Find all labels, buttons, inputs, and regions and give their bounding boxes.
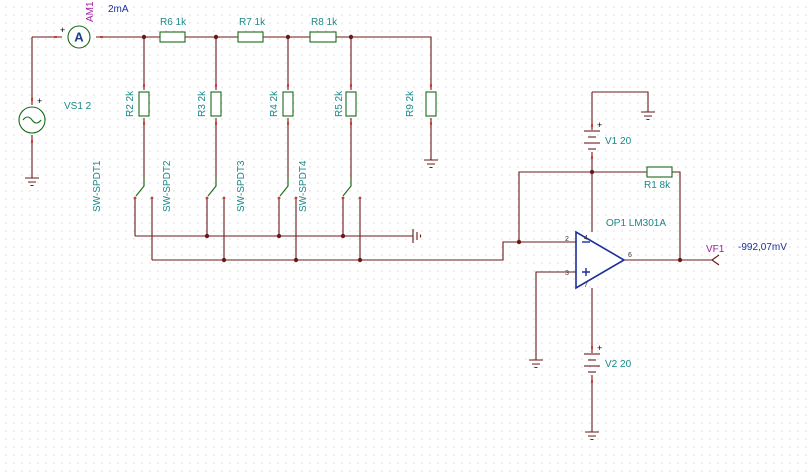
wires [31, 36, 712, 432]
ground-icon [641, 111, 655, 121]
resistor-r6[interactable]: R6 1k [159, 17, 187, 43]
switch-sw-spdt4[interactable]: SW-SPDT4 [298, 160, 362, 212]
sw2-label: SW-SPDT2 [162, 160, 173, 212]
v1-plus-sign: + [597, 120, 602, 130]
battery-v1[interactable]: + V1 20 [584, 120, 632, 150]
v1-label: V1 20 [605, 136, 632, 147]
ground-icon [529, 359, 543, 369]
opamp-pin-vplus: 4 [584, 235, 588, 242]
pin-ticks [31, 36, 593, 383]
r7-label: R7 1k [239, 17, 266, 28]
ground-icon [412, 229, 422, 243]
r8-label: R8 1k [311, 17, 338, 28]
resistor-r1[interactable]: R1 8k [644, 166, 673, 191]
opamp-pin-inverting: 2 [565, 236, 569, 243]
opamp-pin-noninverting: 3 [565, 270, 569, 277]
ammeter-am1[interactable]: A + AM1 2mA [60, 1, 129, 49]
opamp-label: OP1 LM301A [606, 218, 666, 229]
resistor-r4[interactable]: R4 2k [269, 90, 294, 117]
junction-dots [141, 34, 683, 263]
r1-label: R1 8k [644, 180, 671, 191]
v2-plus-sign: + [597, 343, 602, 353]
vs1-label: VS1 2 [64, 101, 92, 112]
sw1-label: SW-SPDT1 [92, 160, 103, 212]
resistor-r5[interactable]: R5 2k [334, 90, 357, 117]
resistor-r7[interactable]: R7 1k [237, 17, 266, 43]
vf1-label: VF1 [706, 244, 725, 255]
r3-label: R3 2k [197, 90, 208, 117]
sw4-label: SW-SPDT4 [298, 160, 309, 212]
r6-label: R6 1k [160, 17, 187, 28]
sw3-label: SW-SPDT3 [236, 160, 247, 212]
resistor-r8[interactable]: R8 1k [309, 17, 338, 43]
resistor-r9[interactable]: R9 2k [405, 90, 437, 117]
vf1-value: -992,07mV [738, 242, 787, 253]
r2-label: R2 2k [125, 90, 136, 117]
r9-label: R9 2k [405, 90, 416, 117]
r5-label: R5 2k [334, 90, 345, 117]
voltage-source-vs1[interactable]: + VS1 2 [18, 96, 92, 134]
switch-sw-spdt1[interactable]: SW-SPDT1 [92, 160, 154, 212]
switch-sw-spdt3[interactable]: SW-SPDT3 [236, 160, 298, 212]
resistor-r2[interactable]: R2 2k [125, 90, 150, 117]
opamp-pin-output: 6 [628, 252, 632, 259]
ammeter-plus-sign: + [60, 25, 65, 35]
ground-icon [25, 177, 39, 187]
ground-icon [424, 159, 438, 169]
ground-icon [585, 431, 599, 441]
opamp-pin-vminus: 7 [584, 282, 588, 289]
ammeter-glyph: A [74, 30, 84, 45]
ammeter-value: 2mA [108, 4, 129, 15]
switch-sw-spdt2[interactable]: SW-SPDT2 [162, 160, 226, 212]
opamp-op1[interactable]: OP1 LM301A 2 3 6 4 7 [565, 218, 666, 290]
battery-v2[interactable]: + V2 20 [584, 343, 632, 373]
resistor-r3[interactable]: R3 2k [197, 90, 222, 117]
r4-label: R4 2k [269, 90, 280, 117]
voltmeter-vf1[interactable]: VF1 -992,07mV [706, 242, 787, 266]
vs1-plus-sign: + [37, 96, 42, 106]
ammeter-label: AM1 [85, 1, 96, 22]
v2-label: V2 20 [605, 359, 632, 370]
